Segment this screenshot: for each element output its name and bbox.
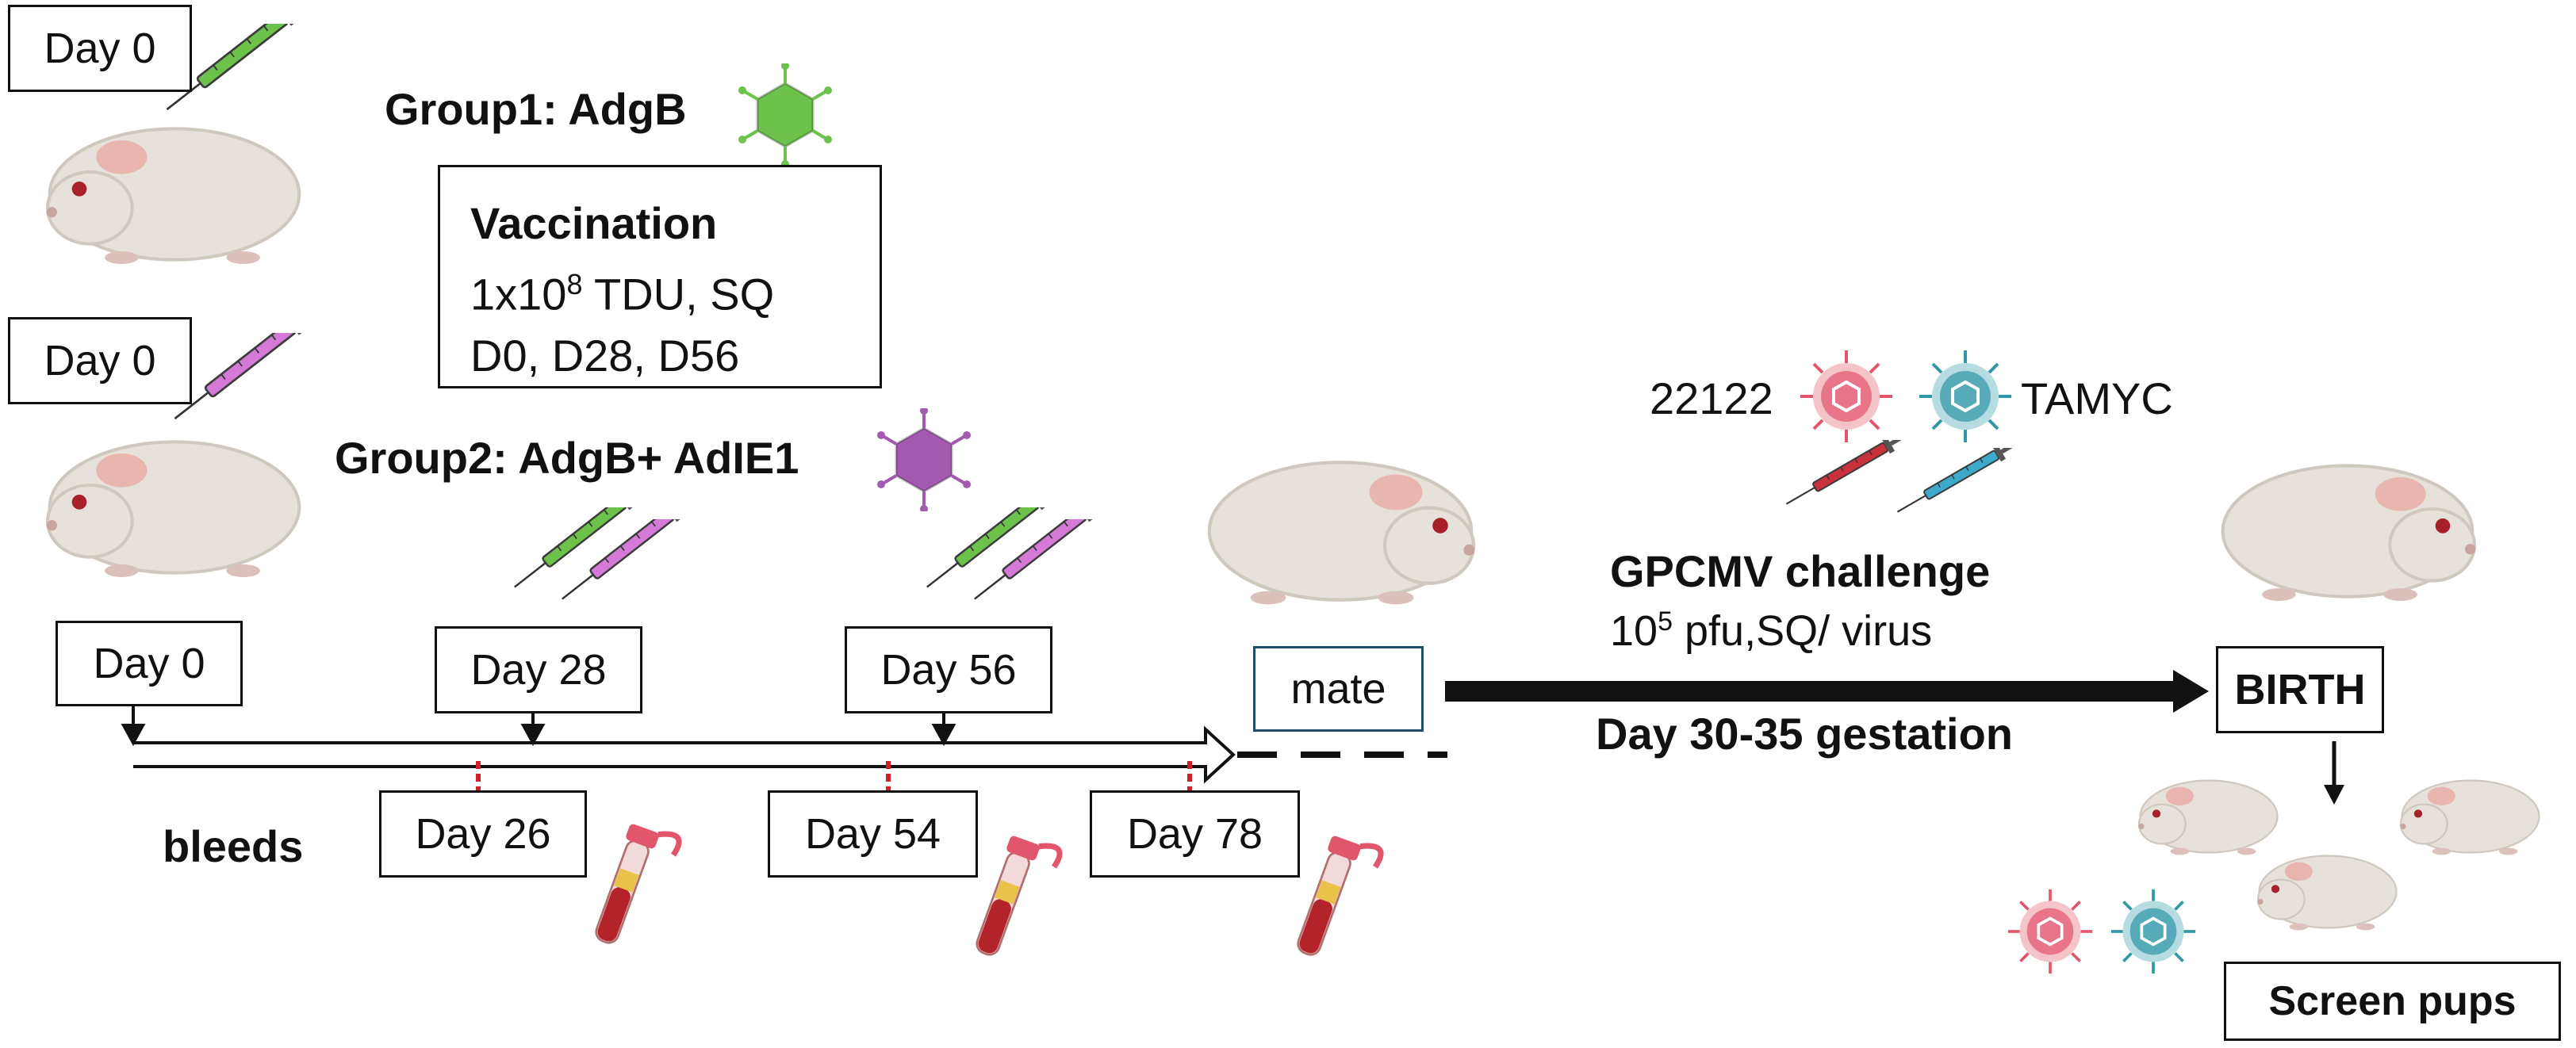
group1-title: Group1: AdgB [385, 84, 687, 134]
strain-tamyc-label: TAMYC [2021, 373, 2173, 423]
group2-title: Group2: AdgB+ AdIE1 [335, 433, 799, 483]
challenge-title: GPCMV challenge [1610, 546, 1991, 596]
timeline-day0-label: Day 0 [93, 640, 205, 687]
purple-syringe-icon [554, 519, 707, 608]
timeline-day56-label: Day 56 [880, 646, 1017, 694]
blue-syringe-icon [1892, 448, 2029, 520]
vaccination-title: Vaccination [470, 198, 718, 248]
bleed-day54-box: Day 54 [768, 790, 978, 878]
guinea-pig-dam-icon [2221, 464, 2478, 602]
pup-icon [2256, 855, 2398, 931]
green-virus-icon [737, 63, 834, 166]
timeline-day56-box: Day 56 [845, 626, 1052, 713]
pup-icon [2137, 779, 2279, 856]
red-virus-icon [2007, 888, 2094, 975]
timeline-day0-box: Day 0 [56, 621, 243, 706]
group1-day0-label: Day 0 [44, 25, 156, 72]
guinea-pig-group2-icon [44, 440, 301, 579]
bleed-day26-box: Day 26 [379, 790, 587, 878]
pup-icon [2399, 779, 2540, 856]
mate-label: mate [1290, 665, 1386, 713]
strain-22122-label: 22122 [1650, 373, 1773, 423]
gestation-label: Day 30-35 gestation [1596, 709, 2013, 759]
bleed-day78-label: Day 78 [1126, 810, 1263, 858]
purple-virus-icon [876, 408, 972, 511]
bleed-day54-label: Day 54 [804, 810, 941, 858]
purple-syringe-icon [967, 519, 1120, 608]
mate-box: mate [1253, 646, 1424, 732]
red-virus-icon [1799, 349, 1894, 444]
bleed-day26-label: Day 26 [415, 810, 551, 858]
teal-virus-icon [2110, 888, 2197, 975]
vaccination-days: D0, D28, D56 [470, 330, 740, 381]
guinea-pig-mate-icon [1166, 448, 1515, 614]
screen-pups-label: Screen pups [2268, 978, 2517, 1024]
birth-box: BIRTH [2216, 646, 2384, 733]
bleed-day78-box: Day 78 [1090, 790, 1300, 878]
group2-day0-box: Day 0 [8, 317, 192, 404]
timeline-day28-box: Day 28 [435, 626, 642, 713]
screen-pups-box: Screen pups [2224, 962, 2561, 1041]
timeline-arrow [133, 725, 1236, 784]
challenge-dose: 105 pfu,SQ/ virus [1610, 606, 1933, 655]
group2-day0-label: Day 0 [44, 337, 156, 384]
vaccination-box: Vaccination 1x108 TDU, SQ D0, D28, D56 [438, 165, 882, 388]
bleeds-label: bleeds [163, 821, 304, 871]
group1-day0-box: Day 0 [8, 5, 192, 92]
timeline-day28-label: Day 28 [470, 646, 607, 694]
vaccination-dose: 1x108 TDU, SQ [470, 268, 775, 319]
teal-virus-icon [1918, 349, 2013, 444]
birth-label: BIRTH [2234, 666, 2366, 713]
